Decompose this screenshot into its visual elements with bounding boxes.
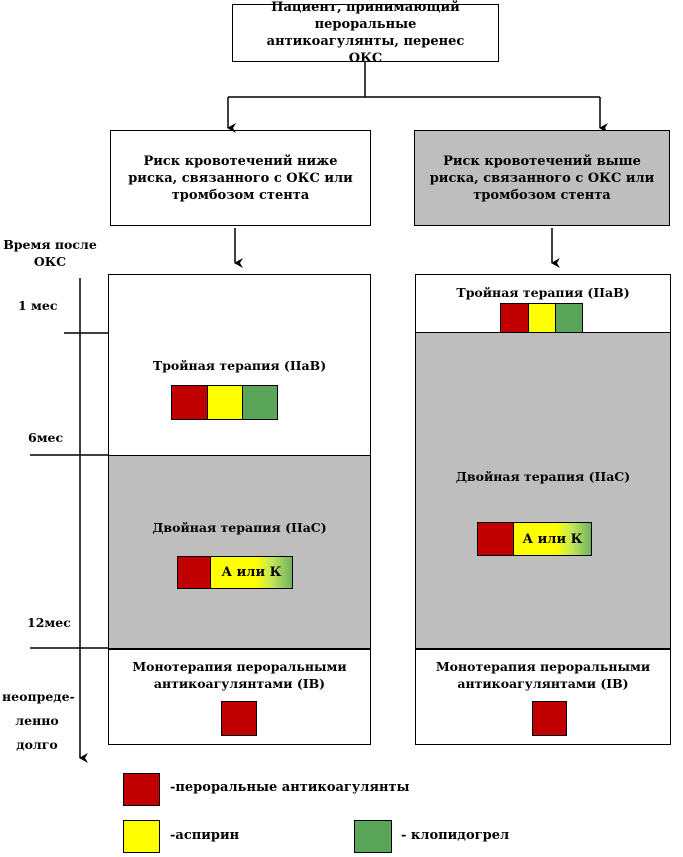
right-mono-section [415, 648, 671, 745]
aspirin-or-clopidogrel-block: А или К [211, 557, 292, 588]
left-mono-anticoagulant [221, 701, 257, 736]
legend-green-swatch [354, 820, 392, 853]
right-triple-bar [500, 303, 583, 333]
right-mono-label: Монотерапия пероральными антикоагулянтам… [435, 659, 651, 691]
right-dual-label: Двойная терапия (IIaC) [455, 469, 631, 484]
clopidogrel-block [243, 386, 277, 419]
left-risk-box: Риск кровотечений ниже риска, связанного… [110, 130, 371, 226]
right-dual-section [415, 332, 671, 650]
aspirin-block [529, 304, 556, 332]
aspirin-or-clopidogrel-block: А или К [514, 523, 591, 555]
left-mono-section [108, 648, 371, 745]
right-risk-box: Риск кровотечений выше риска, связанного… [414, 130, 670, 226]
top-box-text: Пациент, принимающий пероральные антикоа… [266, 0, 465, 66]
timeline-1m: 1 мес [18, 298, 58, 313]
left-risk-text: Риск кровотечений ниже риска, связанного… [128, 153, 353, 203]
top-box: Пациент, принимающий пероральные антикоа… [232, 0, 499, 66]
left-dual-bar: А или К [177, 556, 293, 589]
left-triple-label: Тройная терапия (IIaB) [152, 358, 327, 373]
timeline-12m: 12мес [27, 615, 71, 630]
left-mono-label: Монотерапия пероральными антикоагулянтам… [132, 659, 347, 691]
right-dual-bar: А или К [477, 522, 592, 556]
right-mono-anticoagulant [532, 701, 567, 736]
legend-red-swatch [123, 773, 160, 806]
right-triple-label: Тройная терапия (IIaB) [456, 285, 630, 300]
legend-clopidogrel-label: - клопидогрел [401, 828, 510, 843]
legend-yellow-swatch [123, 820, 160, 853]
timeline-title: Время после ОКС [3, 237, 97, 269]
anticoagulant-block [478, 523, 514, 555]
legend-aspirin-label: -аспирин [170, 828, 240, 843]
aspirin-block [208, 386, 243, 419]
clopidogrel-block [556, 304, 582, 332]
anticoagulant-block [178, 557, 211, 588]
left-dual-label: Двойная терапия (IIaC) [152, 520, 327, 535]
legend-anticoagulant-label: -пероральные антикоагулянты [170, 780, 410, 795]
anticoagulant-block [501, 304, 529, 332]
anticoagulant-block [172, 386, 208, 419]
right-risk-text: Риск кровотечений выше риска, связанного… [429, 153, 655, 203]
timeline-6m: 6мес [28, 430, 64, 445]
left-triple-bar [171, 385, 278, 420]
left-dual-section [108, 455, 371, 650]
timeline-indefinite: неопреде- ленно долго [2, 689, 75, 752]
